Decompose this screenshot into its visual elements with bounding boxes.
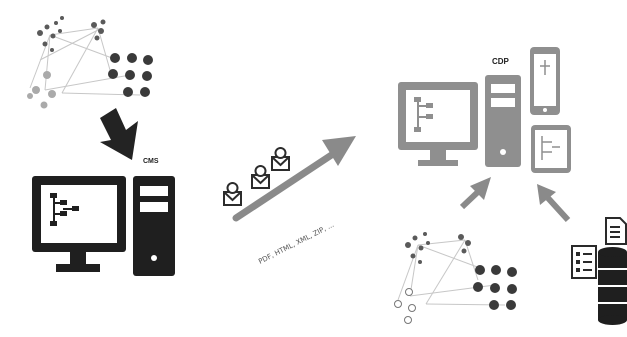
formats-label: PDF, HTML, XML, ZIP, ... xyxy=(257,221,335,266)
desktop-computer-icon-cms xyxy=(32,176,126,272)
network-graph-icon-bottom xyxy=(394,232,517,324)
cms-label: CMS xyxy=(143,158,159,165)
envelope-person-icon-2 xyxy=(251,165,270,189)
envelope-person-icon-1 xyxy=(223,182,242,206)
checklist-document-icon xyxy=(571,245,597,279)
envelope-person-icon-3 xyxy=(271,147,290,171)
cdp-label: CDP xyxy=(492,57,510,66)
arrow-icon-network-to-cdp xyxy=(459,177,491,210)
tower-pc-icon-cdp xyxy=(485,75,521,167)
arrow-icon-cms-to-cdp xyxy=(232,136,356,222)
database-icon xyxy=(598,247,627,325)
desktop-computer-icon-cdp xyxy=(398,82,478,166)
smartphone-icon xyxy=(530,47,560,115)
document-icon xyxy=(605,217,627,245)
arrow-icon-to-cms xyxy=(100,108,138,160)
arrow-icon-data-to-cdp xyxy=(537,184,571,223)
network-graph-icon-top-left xyxy=(27,16,153,109)
tablet-icon xyxy=(531,125,571,173)
tower-pc-icon-cms xyxy=(133,176,175,276)
